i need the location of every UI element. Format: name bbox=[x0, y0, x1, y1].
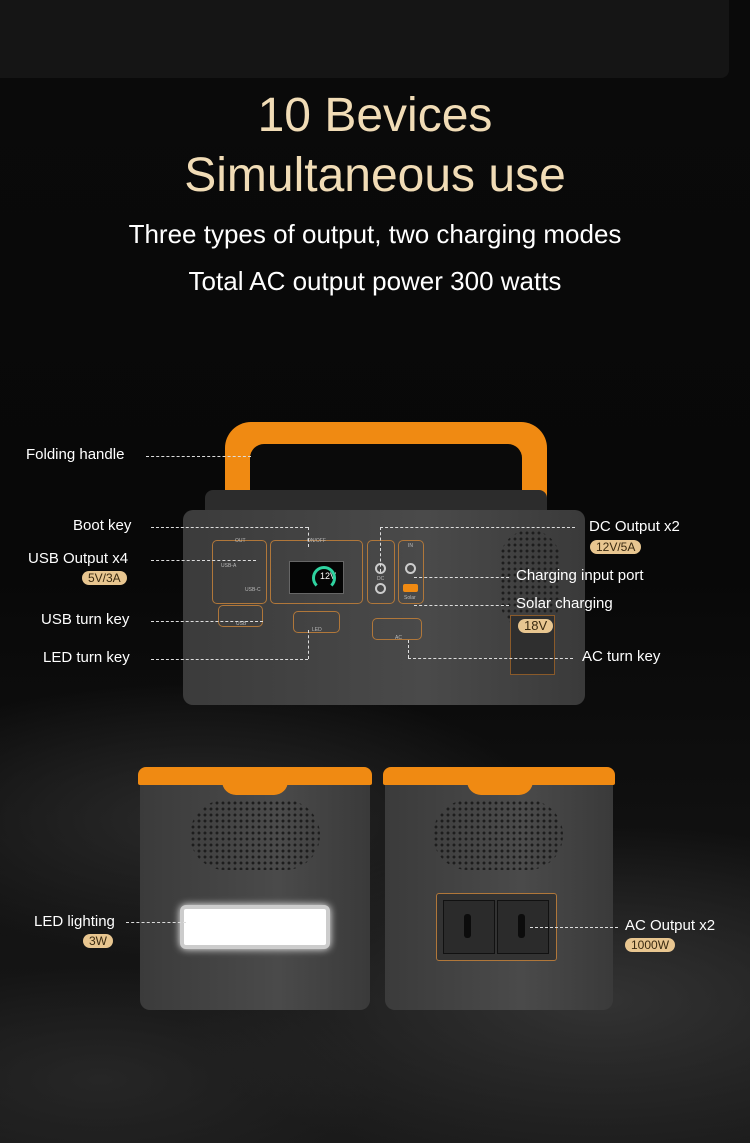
subheadline-line1: Three types of output, two charging mode… bbox=[128, 219, 622, 249]
headline-line2: Simultaneous use bbox=[184, 149, 566, 202]
callout-ac-turn-key: AC turn key bbox=[582, 648, 661, 665]
usb-panel: OUT USB-A USB-C bbox=[212, 538, 267, 604]
lcd-screen: 12V bbox=[289, 561, 344, 594]
solar-spec-badge: 18V bbox=[518, 619, 554, 633]
callout-ac-output: AC Output x2 bbox=[625, 917, 716, 934]
callout-solar-charging: Solar charging bbox=[516, 595, 613, 612]
callout-charging-input: Charging input port bbox=[516, 567, 644, 584]
dc-spec-badge: 12V/5A bbox=[590, 540, 642, 554]
callout-boot-key: Boot key bbox=[73, 517, 132, 534]
ac-socket bbox=[443, 900, 495, 954]
display-panel: ON/OFF 12V bbox=[270, 538, 363, 604]
callout-usb-output: USB Output x4 bbox=[28, 550, 129, 567]
callout-led-lighting: LED lighting bbox=[34, 913, 115, 930]
input-panel: IN Solar bbox=[398, 540, 424, 604]
callout-usb-turn-key: USB turn key bbox=[41, 611, 130, 628]
headline-line1: 10 Bevices bbox=[257, 89, 493, 142]
led-spec-badge: 3W bbox=[83, 934, 113, 948]
callout-folding-handle: Folding handle bbox=[26, 446, 125, 463]
led-light bbox=[180, 905, 330, 949]
top-bar bbox=[0, 0, 729, 78]
callout-led-turn-key: LED turn key bbox=[43, 649, 130, 666]
callout-dc-output: DC Output x2 bbox=[589, 518, 680, 535]
dc-panel: DC bbox=[367, 540, 395, 604]
ac-spec-badge: 1000W bbox=[625, 938, 676, 952]
usb-spec-badge: 5V/3A bbox=[82, 571, 127, 585]
subheadline-line2: Total AC output power 300 watts bbox=[188, 266, 562, 296]
